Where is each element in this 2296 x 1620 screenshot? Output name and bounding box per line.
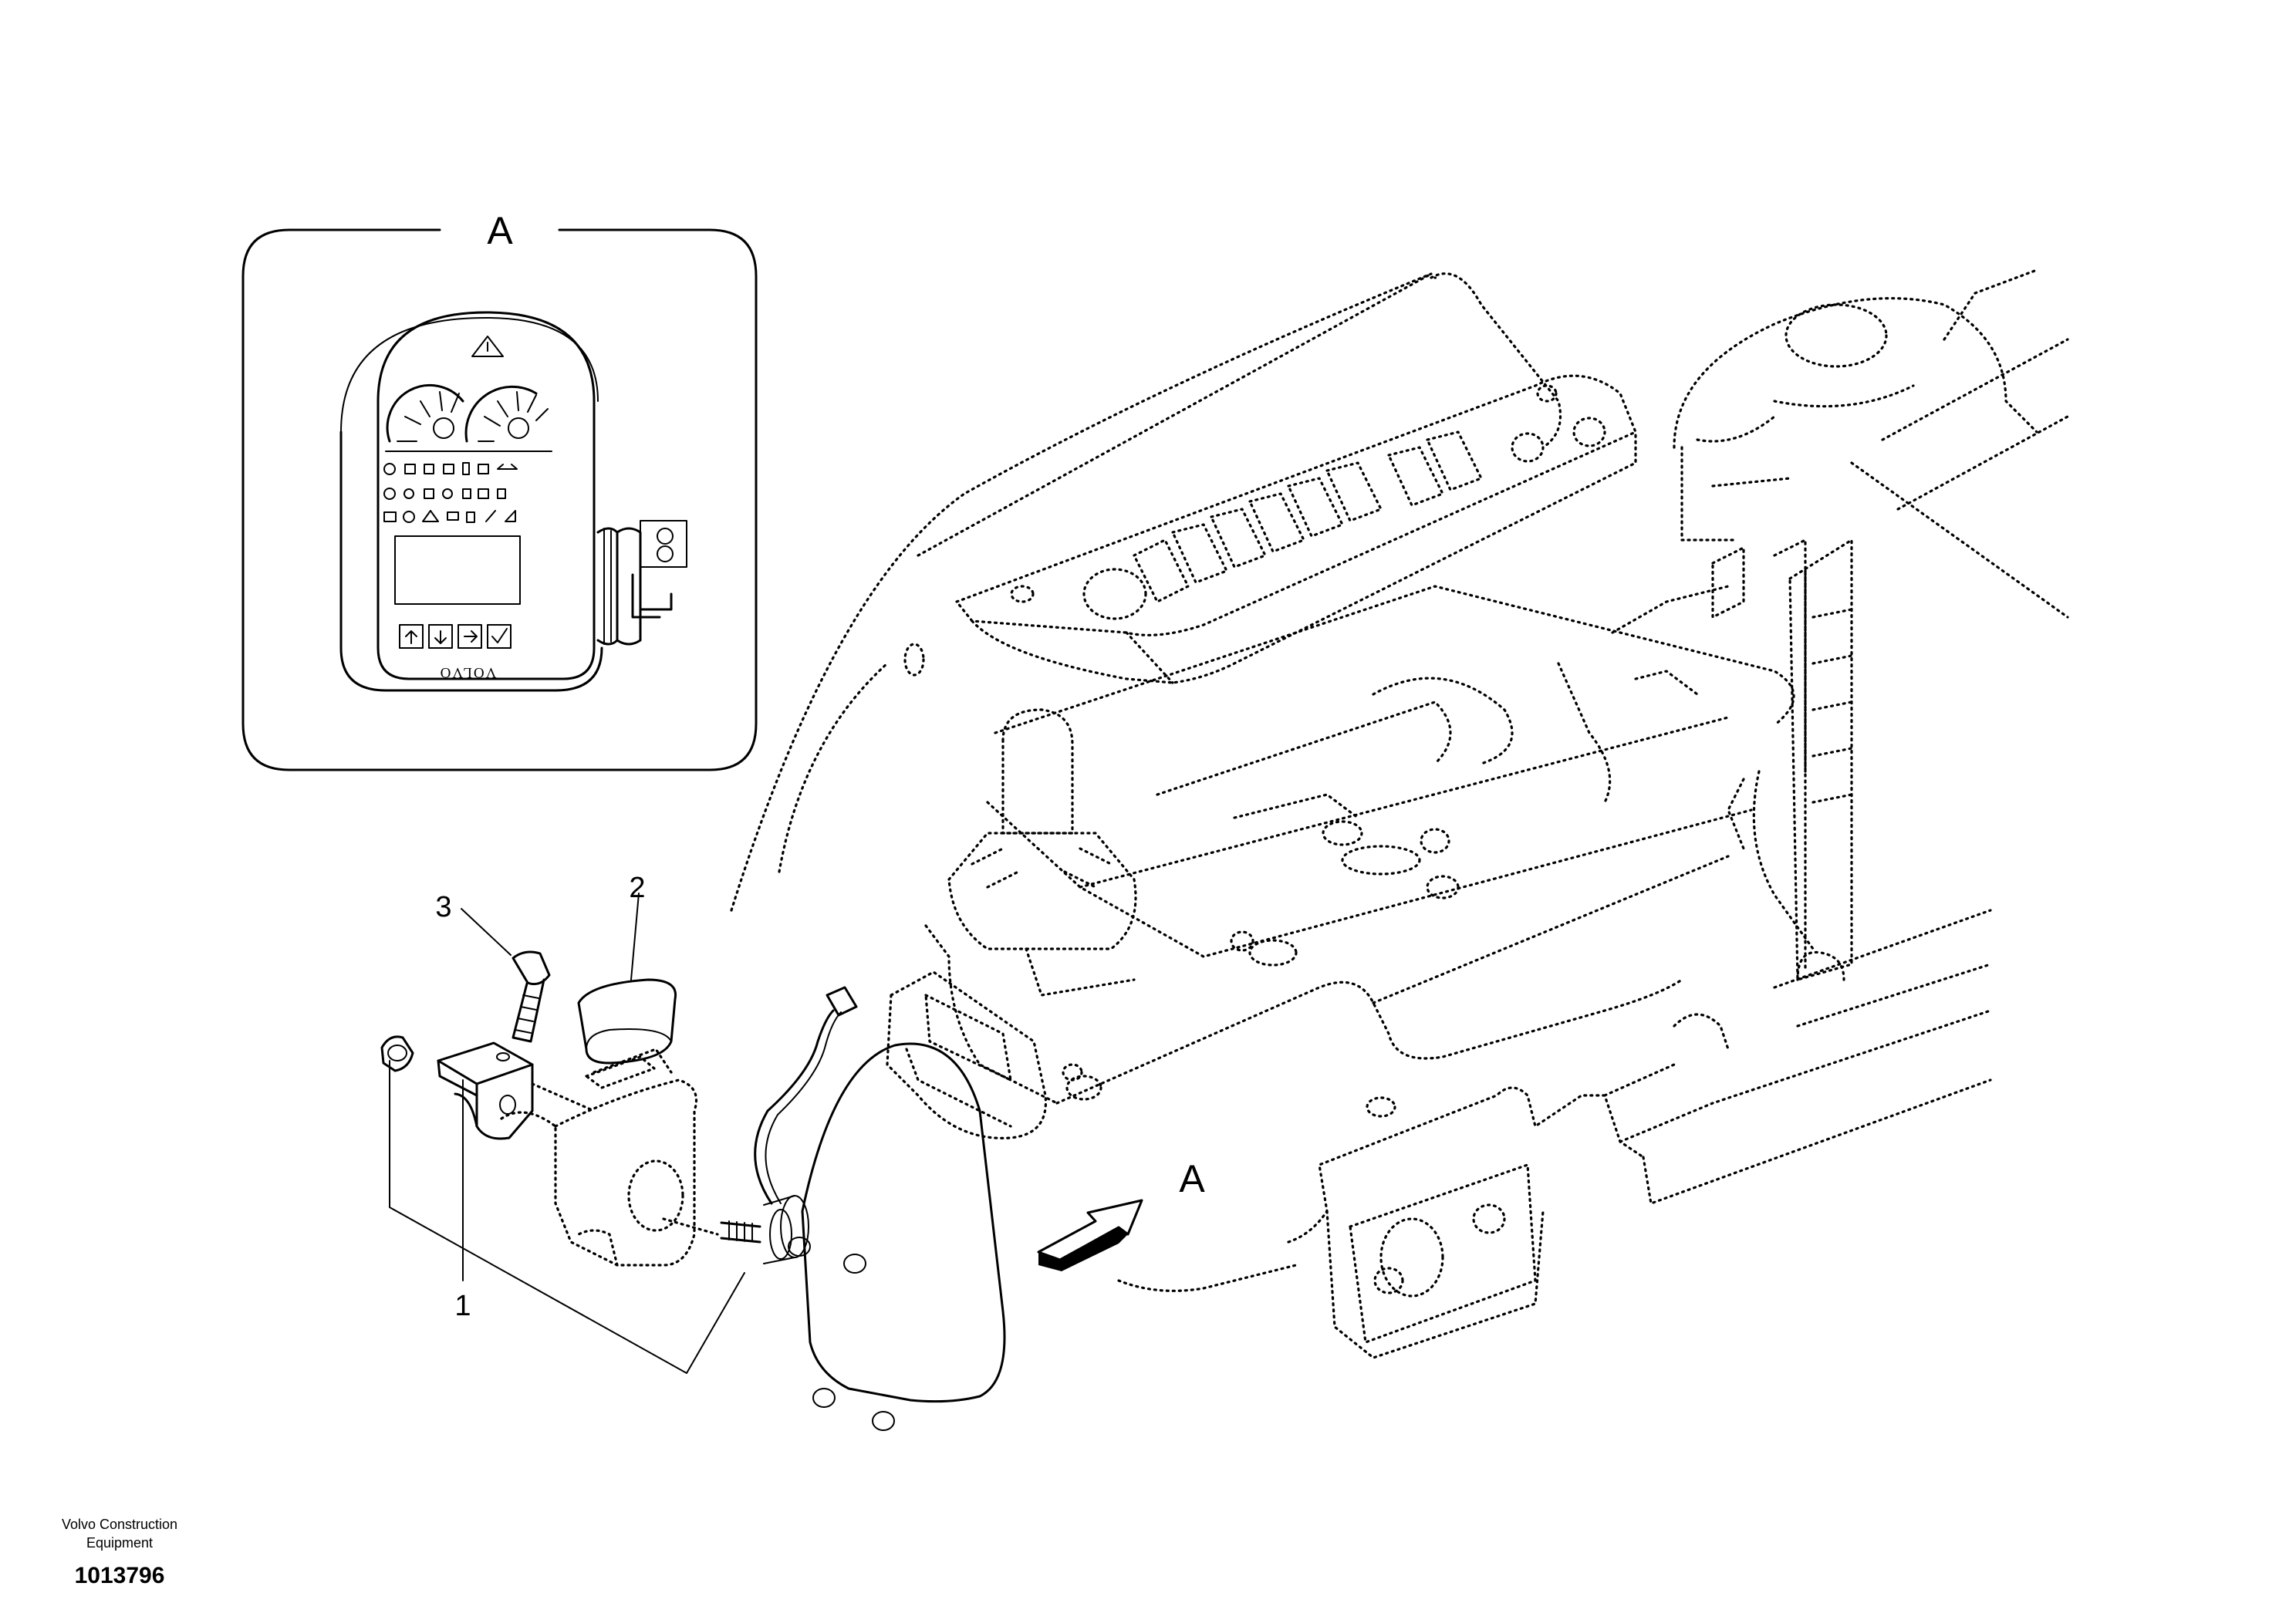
down-button-icon	[428, 624, 453, 649]
monitor-mount	[596, 520, 687, 646]
part-1-bracket	[437, 1041, 596, 1140]
view-arrow-label: A	[1179, 1157, 1205, 1200]
detail-frame	[241, 228, 758, 771]
display-monitor: VOLVO	[339, 311, 687, 692]
lcd-screen	[394, 535, 521, 605]
cab-structure	[730, 268, 2069, 1359]
callout-number-3: 3	[435, 891, 451, 923]
right-button-icon	[458, 624, 482, 649]
callout-number-2: 2	[629, 872, 645, 904]
up-button-icon	[399, 624, 424, 649]
right-gauge	[464, 385, 549, 443]
harness-cable	[754, 1009, 835, 1205]
detail-view-title: A	[487, 209, 513, 252]
temperature-gauge-icon	[508, 417, 529, 439]
indicator-icons	[383, 462, 518, 523]
company-name-line1: Volvo Construction	[62, 1517, 177, 1532]
washer-nut	[380, 1035, 414, 1072]
company-name-line2: Equipment	[86, 1535, 153, 1551]
monitor-buttons	[399, 624, 512, 649]
callout-number-1: 1	[454, 1290, 471, 1322]
drawing-number: 1013796	[75, 1563, 165, 1588]
left-gauge	[386, 383, 464, 443]
callout-leaders	[389, 893, 745, 1374]
harness-connector	[826, 986, 858, 1017]
view-arrow-a: A	[1037, 1157, 1205, 1271]
mounting-block	[500, 1048, 719, 1267]
fuel-gauge-icon	[433, 417, 454, 439]
warning-icon	[471, 336, 504, 357]
part-3-bolt	[512, 950, 551, 1043]
detail-view-a: A	[241, 209, 758, 771]
joystick	[924, 708, 1137, 1105]
confirm-button-icon	[487, 624, 512, 649]
display-unit-assembly	[720, 986, 1006, 1431]
part-2-grommet	[577, 978, 677, 1065]
monitor-brand-logo: VOLVO	[439, 664, 497, 680]
